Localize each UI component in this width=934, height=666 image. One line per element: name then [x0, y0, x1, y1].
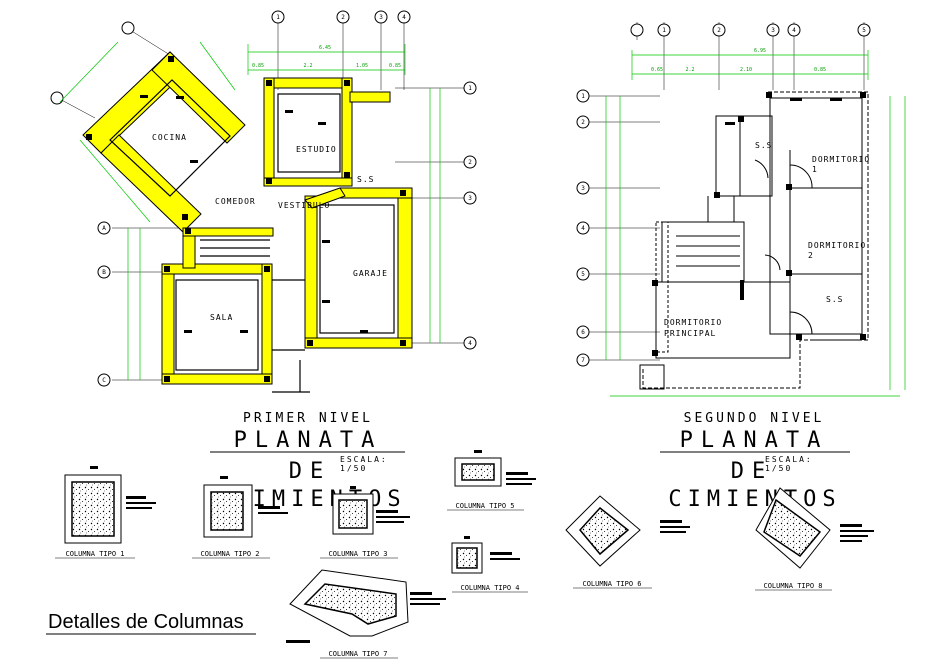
dim2-1: 0.65 [651, 67, 663, 73]
room2-ss1: S.S [755, 141, 772, 150]
column-label-3: COLUMNA TIPO 3 [328, 550, 387, 558]
dim-3: 1.05 [356, 63, 368, 69]
axis2-left-5: 5 [581, 271, 585, 278]
room-estudio: ESTUDIO [296, 145, 337, 154]
axis-labels-plan2: 1 2 3 4 5 1 2 3 4 5 6 7 [581, 27, 866, 364]
title-primer-nivel: PRIMER NIVEL [243, 411, 373, 426]
dim2-4: 0.85 [814, 67, 826, 73]
column-label-4: COLUMNA TIPO 4 [460, 584, 519, 592]
room2-principal-1: DORMITORIO [664, 318, 722, 327]
plan-segundo-nivel: 1 2 3 4 5 1 2 3 4 5 6 7 6.95 0.65 [576, 22, 906, 512]
escala-value-1: 1/50 [340, 464, 367, 473]
column-label-1: COLUMNA TIPO 1 [65, 550, 124, 558]
axis-right-3: 3 [468, 195, 472, 202]
column-detail-2: COLUMNA TIPO 2 [192, 476, 288, 559]
dim-labels-plan2: 6.95 0.65 2.2 2.10 0.85 [651, 48, 826, 73]
axis-bubbles-plan2 [576, 23, 871, 367]
title-planata-2: PLANATA [680, 428, 829, 453]
axis-top-1: 1 [276, 14, 280, 21]
column-label-7: COLUMNA TIPO 7 [328, 650, 387, 658]
dim2-3: 2.10 [740, 67, 752, 73]
axis-left-c: C [102, 377, 106, 384]
axis2-left-7: 7 [581, 357, 585, 364]
room2-dorm1: DORMITORIO [812, 155, 870, 164]
dim-labels-plan1: 6.45 0.85 2.2 1.05 0.85 [252, 45, 401, 69]
column-label-6: COLUMNA TIPO 6 [582, 580, 641, 588]
column-marks-plan2 [652, 92, 866, 356]
room2-dorm2: DORMITORIO [808, 241, 866, 250]
axis2-top-5: 5 [862, 27, 866, 34]
axis-top-2: 2 [341, 14, 345, 21]
details-heading: Detalles de Columnas [48, 611, 244, 633]
axis-labels-plan1: 1 2 3 4 1 2 3 4 A B C [102, 14, 472, 384]
title-block-plan2: SEGUNDO NIVEL PLANATA ESCALA: 1/50 DE CI… [660, 411, 850, 512]
axis-right-1: 1 [468, 85, 472, 92]
dim-4: 0.85 [389, 63, 401, 69]
axis2-top-4: 4 [792, 27, 796, 34]
column-detail-5: COLUMNA TIPO 5 [447, 450, 536, 511]
axis-left-b: B [102, 269, 106, 276]
room-labels-plan2: S.S DORMITORIO 1 DORMITORIO 2 S.S DORMIT… [664, 141, 870, 338]
title-de-2: DE [731, 459, 774, 484]
escala-label-1: ESCALA: [340, 455, 388, 464]
dim2-total: 6.95 [754, 48, 766, 54]
axis-left-a: A [102, 225, 106, 232]
dim-lines-plan1 [59, 41, 441, 380]
escala-value-2: 1/50 [765, 464, 792, 473]
column-detail-1: COLUMNA TIPO 1 [55, 466, 156, 559]
title-segundo-nivel: SEGUNDO NIVEL [684, 411, 825, 426]
dim2-2: 2.2 [685, 67, 694, 73]
axis-right-2: 2 [468, 159, 472, 166]
axis-top-3: 3 [379, 14, 383, 21]
title-de-1: DE [289, 459, 332, 484]
axis2-left-3: 3 [581, 185, 585, 192]
dim-total: 6.45 [319, 45, 331, 51]
grid-lines-plan1 [55, 22, 470, 381]
column-details: COLUMNA TIPO 1 COLUMNA TIPO 2 COLUMNA TI… [46, 450, 874, 659]
room-vestibulo: VESTIBULO [278, 201, 330, 210]
column-detail-7: COLUMNA TIPO 7 [286, 569, 446, 659]
column-marks-plan1 [86, 56, 406, 382]
room-labels-plan1: COCINA ESTUDIO S.S COMEDOR VESTIBULO GAR… [152, 133, 388, 322]
column-label-5: COLUMNA TIPO 5 [455, 502, 514, 510]
column-detail-4: COLUMNA TIPO 4 [451, 536, 528, 593]
column-label-8: COLUMNA TIPO 8 [763, 582, 822, 590]
axis-right-4: 4 [468, 340, 472, 347]
room2-principal-2: PRINCIPAL [664, 329, 716, 338]
axis2-left-2: 2 [581, 119, 585, 126]
title-cimientos-2: CIMIENTOS [668, 487, 841, 512]
inner-walls-plan1 [109, 79, 395, 393]
axis2-left-6: 6 [581, 329, 585, 336]
escala-label-2: ESCALA: [765, 455, 813, 464]
room-cocina: COCINA [152, 133, 187, 142]
room2-ss2: S.S [826, 295, 843, 304]
room-ss: S.S [357, 175, 374, 184]
column-detail-8: COLUMNA TIPO 8 [755, 487, 874, 591]
room-garaje: GARAJE [353, 269, 388, 278]
plan-primer-nivel: 1 2 3 4 1 2 3 4 A B C 6.45 [50, 10, 477, 512]
title-planata-1: PLANATA [234, 428, 383, 453]
room2-dorm1-n: 1 [812, 165, 818, 174]
walls-plan1 [82, 51, 413, 385]
dim-lines-plan2 [605, 50, 906, 397]
axis2-top-1: 1 [662, 27, 666, 34]
column-detail-3: COLUMNA TIPO 3 [320, 486, 410, 559]
room2-dorm2-n: 2 [808, 251, 814, 260]
dim-2: 2.2 [303, 63, 312, 69]
room-sala: SALA [210, 313, 233, 322]
axis-bubbles-plan1 [50, 10, 477, 387]
dim-1: 0.85 [252, 63, 264, 69]
column-label-2: COLUMNA TIPO 2 [200, 550, 259, 558]
column-detail-6: COLUMNA TIPO 6 [565, 495, 690, 589]
axis2-top-2: 2 [717, 27, 721, 34]
axis2-top-3: 3 [771, 27, 775, 34]
room-comedor: COMEDOR [215, 197, 256, 206]
axis2-left-1: 1 [581, 93, 585, 100]
axis2-left-4: 4 [581, 225, 585, 232]
axis-top-4: 4 [402, 14, 406, 21]
